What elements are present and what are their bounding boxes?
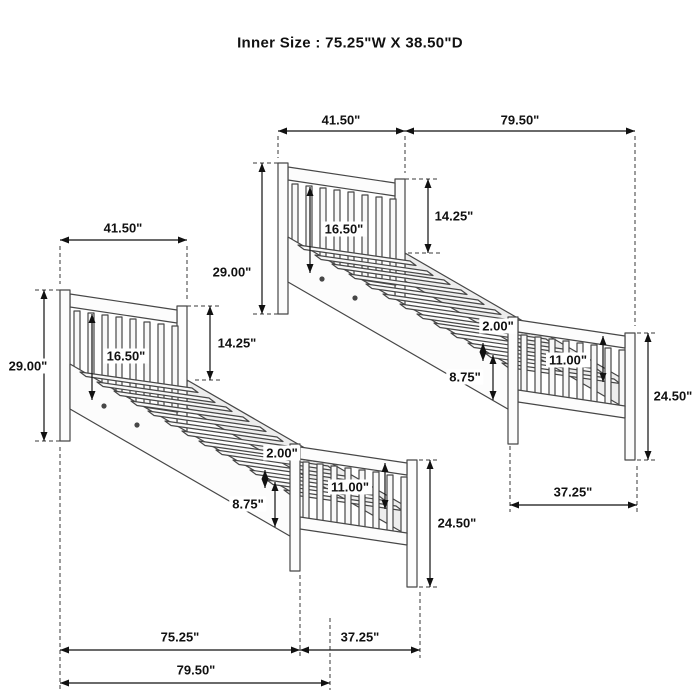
dim-lower-headboard-width: 41.50": [100, 220, 146, 236]
dim-lower-inner-length: 75.25": [157, 629, 203, 645]
dimension-lines: [40, 127, 652, 687]
dim-lower-fb-width: 37.25": [337, 629, 383, 645]
dim-lower-fb-top-to-rail: 11.00": [328, 479, 372, 495]
dim-upper-hb-slat-height: 16.50": [321, 221, 367, 237]
dim-lower-rail-height: 8.75": [229, 496, 267, 512]
dim-lower-hb-slat-height: 16.50": [103, 348, 149, 364]
dim-upper-hb-height: 29.00": [209, 264, 255, 280]
dim-lower-hb-height: 29.00": [5, 358, 51, 374]
dim-upper-hb-top-to-rail: 14.25": [431, 208, 477, 224]
dim-upper-headboard-width: 41.50": [318, 112, 364, 128]
dim-lower-fb-height: 24.50": [434, 515, 480, 531]
diagram-title: Inner Size : 75.25"W X 38.50"D: [237, 34, 463, 52]
dim-upper-slat-thickness: 2.00": [479, 318, 517, 334]
dim-upper-fb-height: 24.50": [650, 388, 696, 404]
dim-lower-slat-thickness: 2.00": [263, 445, 301, 461]
dim-upper-fb-width: 37.25": [550, 484, 596, 500]
dim-lower-hb-top-to-rail: 14.25": [214, 335, 260, 351]
dim-upper-fb-top-to-rail: 11.00": [546, 352, 590, 368]
dim-upper-rail-height: 8.75": [446, 369, 484, 385]
dim-upper-total-length: 79.50": [497, 112, 543, 128]
dim-lower-total-length: 79.50": [173, 662, 219, 678]
